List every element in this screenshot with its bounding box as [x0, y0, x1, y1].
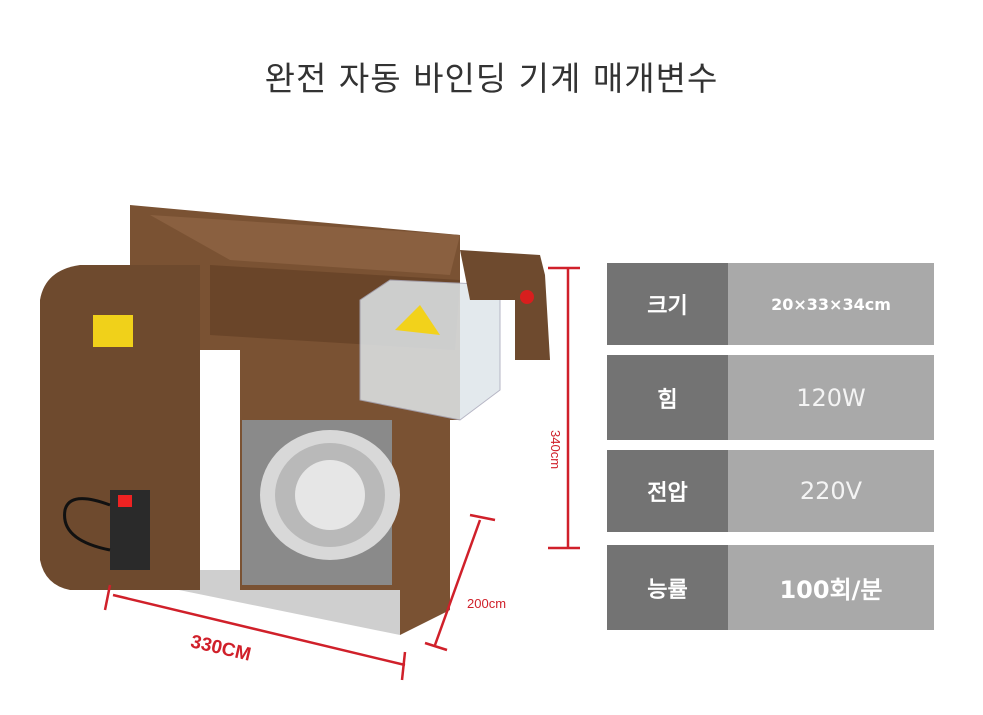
spec-value: 100회/분 [728, 545, 934, 630]
spec-row-size: 크기 20×33×34cm [607, 263, 934, 345]
depth-dimension-label: 200cm [467, 596, 507, 611]
height-dimension-label: 340cm [548, 430, 563, 470]
spec-row-power: 힘 120W [607, 355, 934, 440]
machine-arm [460, 250, 550, 360]
spec-value: 20×33×34cm [728, 263, 934, 345]
spec-value: 220V [728, 450, 934, 532]
dimension-lines [103, 266, 580, 681]
warning-sticker [395, 305, 440, 335]
spec-label: 크기 [607, 263, 728, 345]
spec-row-efficiency: 능률 100회/분 [607, 545, 934, 630]
label-sticker [93, 315, 133, 347]
red-button [520, 290, 534, 304]
spec-label: 능률 [607, 545, 728, 630]
page-title: 완전 자동 바인딩 기계 매개변수 [264, 59, 719, 98]
spec-label: 전압 [607, 450, 728, 532]
machine-top-lid [150, 215, 460, 275]
machine-left-housing [40, 265, 200, 590]
power-switch [118, 495, 132, 507]
power-cord [63, 497, 111, 552]
spec-value: 120W [728, 355, 934, 440]
transparent-cover [359, 279, 501, 421]
spec-label: 힘 [607, 355, 728, 440]
spec-row-voltage: 전압 220V [607, 450, 934, 532]
